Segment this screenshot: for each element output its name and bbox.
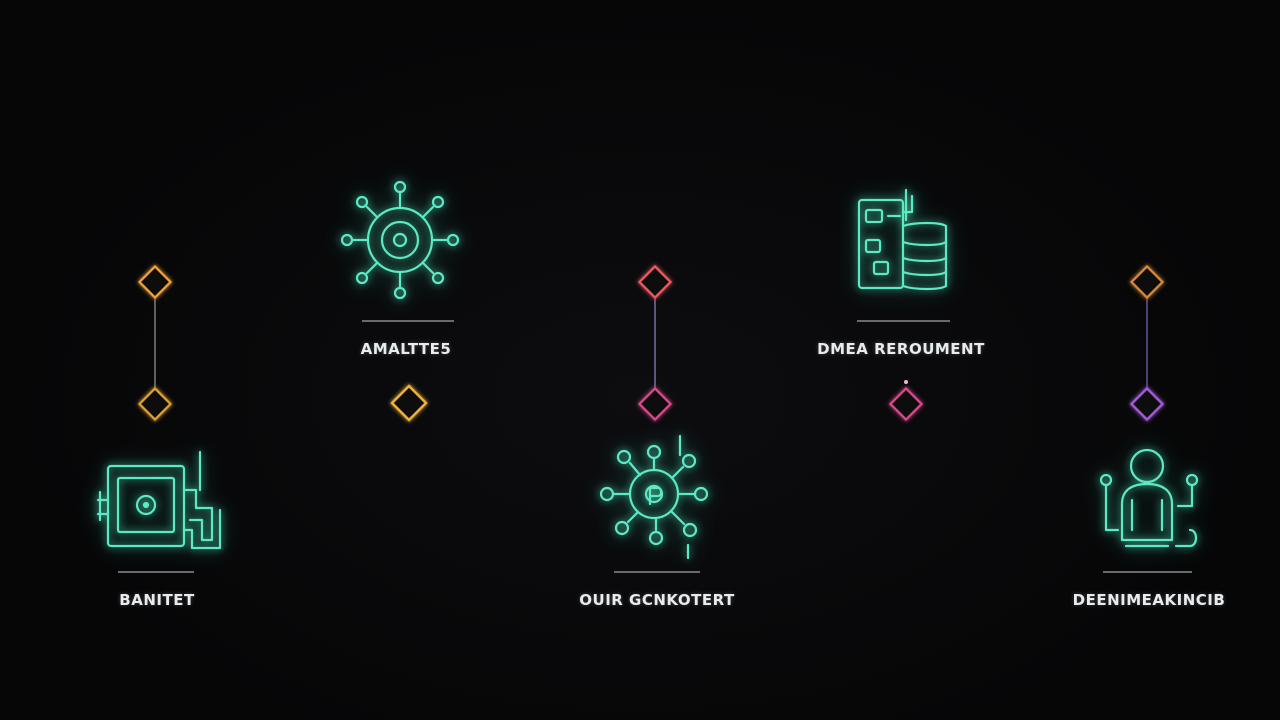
- diamond-marker: [137, 264, 173, 300]
- node-label-amaltte5: AMALTTE5: [360, 340, 452, 358]
- diamond-marker: [637, 264, 673, 300]
- diamond-marker: [637, 386, 673, 422]
- person-figure-icon: [1099, 448, 1199, 548]
- data-document-icon: [857, 188, 948, 291]
- network-hub-icon: [340, 180, 460, 300]
- diamond-marker: [1129, 264, 1165, 300]
- diamond-marker: [390, 384, 428, 422]
- diamond-marker: [1129, 386, 1165, 422]
- node-label-deenimeakincib: DEENIMEAKINCIB: [1072, 591, 1226, 609]
- connection-network-icon: [599, 434, 709, 560]
- node-label-banitet: BANITET: [119, 591, 195, 609]
- node-label-ouir-gcnkotert: OUIR GCNKOTERT: [579, 591, 735, 609]
- circuit-board-icon: [96, 450, 222, 550]
- diamond-marker: [137, 386, 173, 422]
- node-label-dmea-reroument: DMEA REROUMENT: [817, 340, 985, 358]
- small-dot: [904, 380, 908, 384]
- diamond-marker: [888, 386, 924, 422]
